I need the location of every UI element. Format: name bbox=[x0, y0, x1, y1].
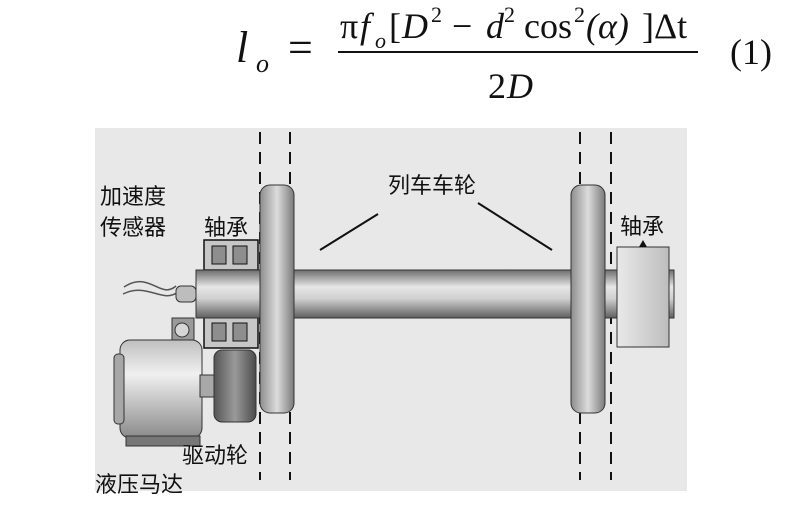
equation-f: f bbox=[360, 6, 375, 46]
equation-D-exponent: 2 bbox=[431, 2, 442, 27]
equation-alpha-argument: (α) bbox=[586, 6, 629, 46]
equation-equals: = bbox=[288, 23, 313, 72]
left-bearing bbox=[203, 239, 259, 349]
drive-wheel bbox=[213, 349, 257, 423]
equation-d-exponent: 2 bbox=[504, 2, 515, 27]
equation-D: D bbox=[401, 6, 428, 46]
label-right-bearing: 轴承 bbox=[620, 215, 664, 240]
label-accelerometer-line1: 加速度 bbox=[100, 185, 166, 210]
left-wheel bbox=[259, 184, 295, 414]
equation-delta-t: Δt bbox=[654, 6, 687, 46]
equation-lhs-symbol: l bbox=[236, 23, 248, 72]
equation-lhs-subscript: o bbox=[256, 49, 269, 78]
label-hydraulic-motor: 液压马达 bbox=[95, 473, 183, 498]
accelerometer-sensor bbox=[122, 280, 197, 303]
equation-minus: − bbox=[452, 6, 472, 46]
equation-denominator-two: 2 bbox=[488, 66, 506, 106]
equation-number: (1) bbox=[730, 32, 772, 72]
equation-pi: π bbox=[340, 6, 358, 46]
right-bearing-box bbox=[616, 246, 670, 348]
wheel-leader-line-right bbox=[477, 202, 553, 251]
equation-d: d bbox=[486, 6, 505, 46]
right-wheel bbox=[570, 184, 606, 414]
equation-cos: cos bbox=[524, 6, 572, 46]
equation-open-bracket: [ bbox=[389, 6, 401, 46]
label-drive-wheel: 驱动轮 bbox=[182, 444, 248, 469]
right-bearing-arrow bbox=[639, 240, 647, 247]
equation-close-bracket: ] bbox=[642, 6, 654, 46]
equation-cos-exponent: 2 bbox=[574, 2, 585, 27]
equation-f-subscript: o bbox=[375, 28, 386, 53]
label-accelerometer-line2: 传感器 bbox=[100, 216, 166, 241]
equation-denominator-D: D bbox=[506, 66, 533, 106]
wheelset-test-diagram: 加速度 传感器 轴承 列车车轮 轴承 驱动轮 液压马达 bbox=[95, 128, 687, 498]
wheel-leader-line-left bbox=[319, 213, 379, 251]
label-train-wheels: 列车车轮 bbox=[388, 174, 476, 199]
label-left-bearing: 轴承 bbox=[204, 216, 248, 241]
equation: l o = π f o [ D 2 − d 2 cos 2 (α) ] Δt 2… bbox=[236, 2, 772, 106]
